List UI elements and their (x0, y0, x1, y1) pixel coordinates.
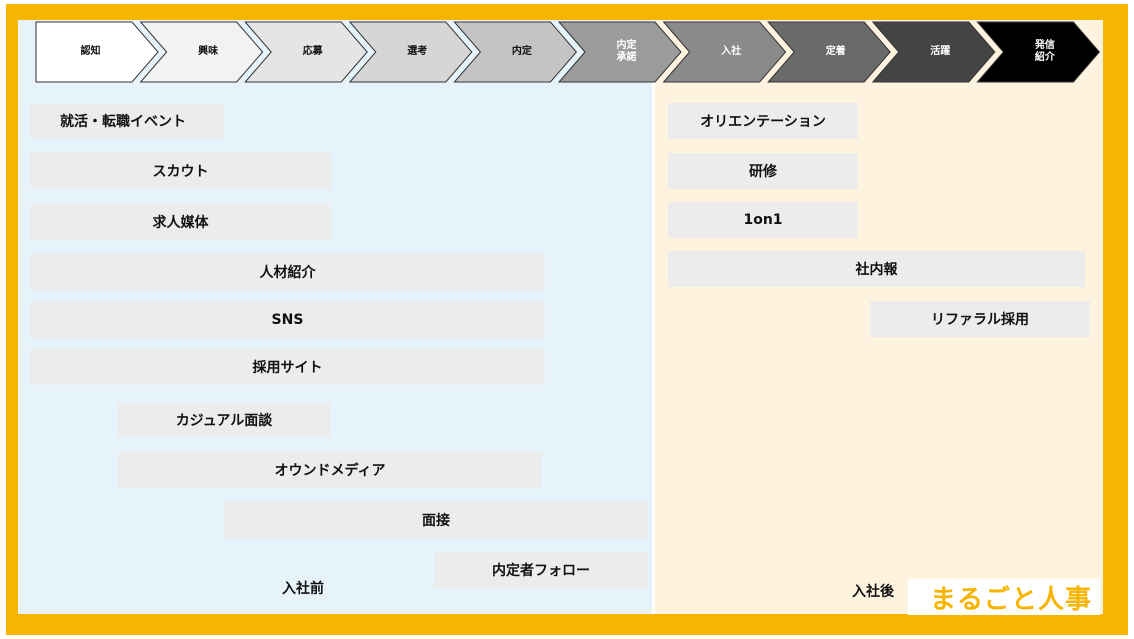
channel-bar: 就活・転職イベント (30, 104, 223, 138)
retention-bar: 研修 (668, 153, 858, 189)
stage-arrow (871, 21, 996, 83)
stage-arrow (662, 21, 787, 83)
stage-arrow (557, 21, 682, 83)
brand-logo: まるごと人事 (908, 579, 1100, 615)
stage-label: 応募 (302, 46, 323, 57)
stage-arrow (453, 21, 578, 83)
stage-label: 内定 (511, 46, 532, 57)
phase-divider (652, 20, 655, 614)
channel-bar: 採用サイト (30, 349, 545, 385)
channel-bar: 内定者フォロー (434, 552, 648, 588)
channel-bar: SNS (30, 302, 545, 338)
stage-label: 定着 (825, 46, 846, 57)
channel-bar: カジュアル面談 (118, 402, 330, 438)
channel-bar: オウンドメディア (118, 452, 542, 488)
stage-arrow (244, 21, 368, 83)
retention-bar: 社内報 (668, 251, 1085, 287)
stage-arrow (139, 21, 264, 83)
stage-flow: 認知 興味 応募 選考 内定 内定 承諾 入社 定着 活躍 発信 紹介 (0, 0, 1134, 100)
stage-label: 発信 紹介 (1034, 40, 1055, 63)
stage-arrow (348, 21, 473, 83)
stage-label: 興味 (198, 46, 219, 57)
before-join-label: 入社前 (282, 581, 324, 597)
stage-label: 入社 (721, 46, 742, 57)
stage-label: 認知 (80, 46, 101, 57)
channel-bar: スカウト (30, 153, 331, 189)
retention-bar: 1on1 (668, 202, 858, 238)
stage-arrow (976, 21, 1101, 83)
after-join-label: 入社後 (852, 584, 894, 600)
stage-arrow (35, 21, 159, 83)
stage-label: 活躍 (930, 46, 951, 57)
channel-bar: 面接 (224, 502, 648, 538)
stage-arrows (35, 21, 1101, 83)
stage-label: 内定 承諾 (616, 40, 637, 63)
retention-bar: リファラル採用 (870, 301, 1090, 337)
channel-bar: 人材紹介 (30, 254, 545, 290)
channel-bar: 求人媒体 (30, 204, 331, 240)
stage-arrow (767, 21, 891, 83)
retention-bar: オリエンテーション (668, 103, 858, 139)
stage-label: 選考 (407, 46, 428, 57)
